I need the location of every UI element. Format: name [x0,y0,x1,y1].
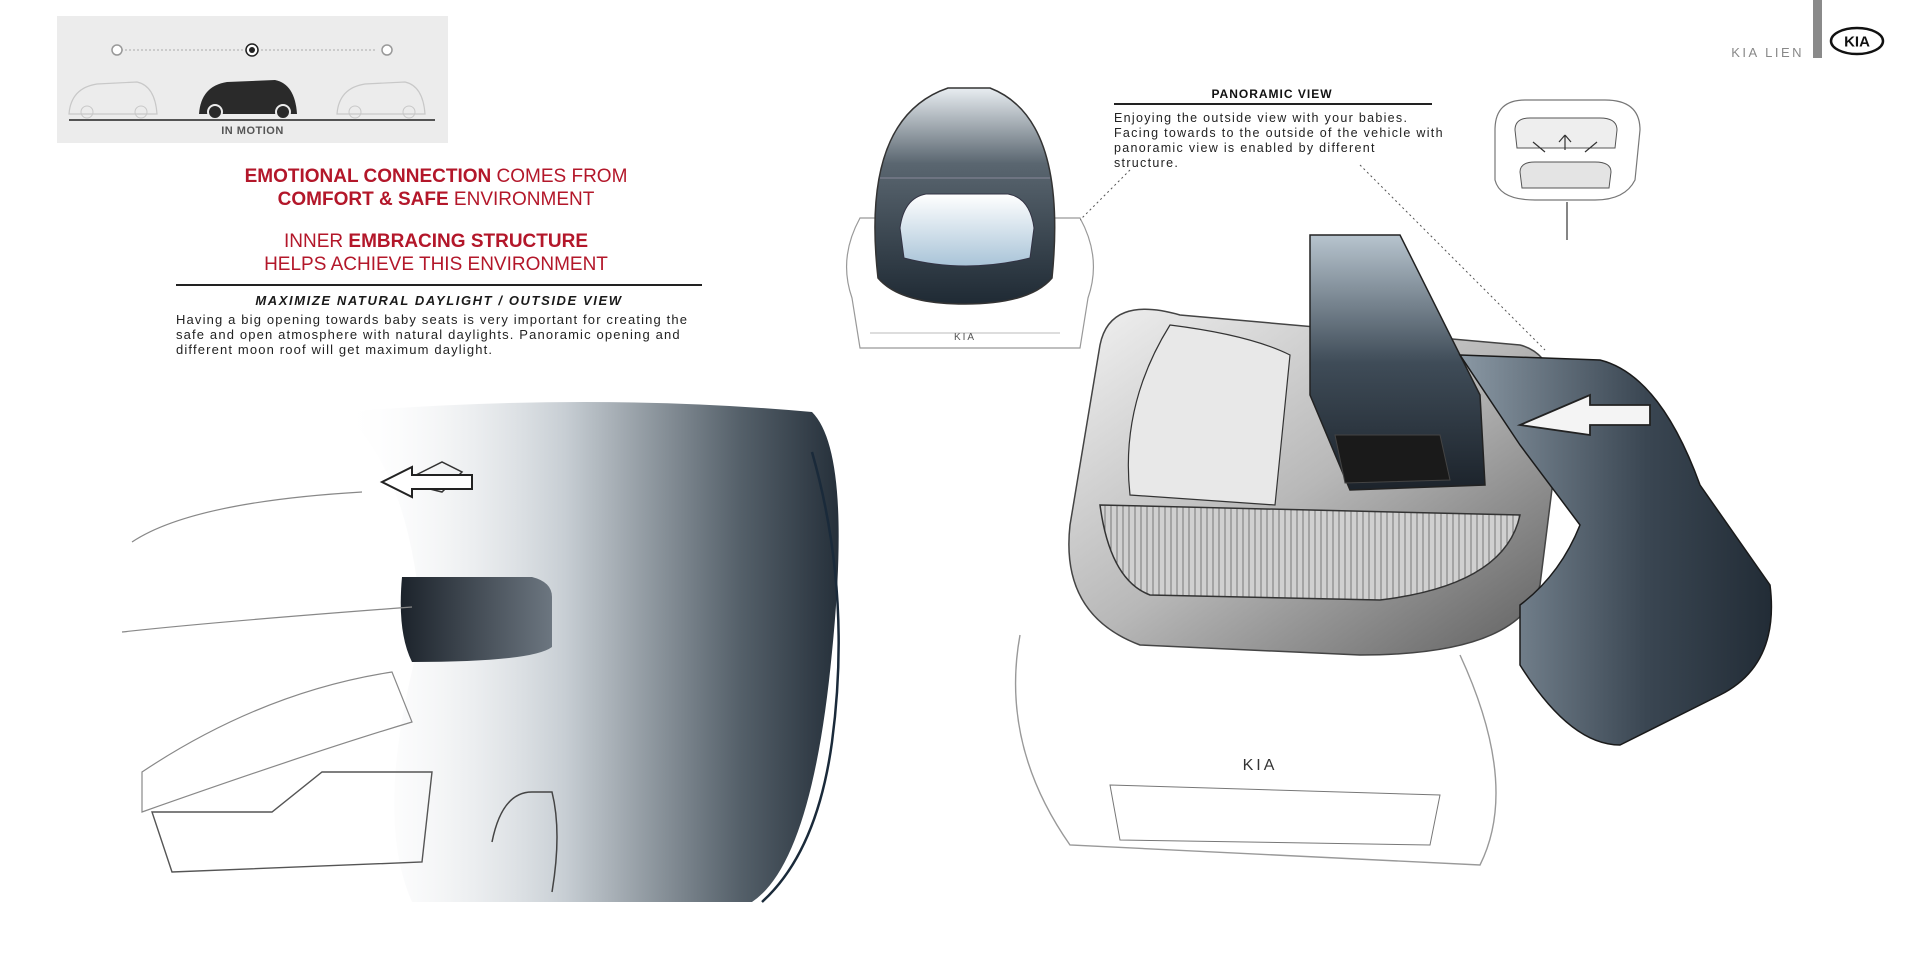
headline-text-2: ENVIRONMENT [448,189,595,210]
panoramic-body: Enjoying the outside view with your babi… [1114,111,1444,170]
kia-logo-text: KIA [1844,34,1870,51]
car-silhouette [199,80,297,114]
headline-bold-2: COMFORT & SAFE [277,189,449,210]
motion-indicator: IN MOTION [57,16,448,143]
headline-text-1: COMES FROM [491,166,628,187]
divider-left [176,284,702,286]
embracing-arm [1458,354,1773,746]
kia-logo: KIA [1829,26,1885,56]
interior-dark-panel [400,577,552,662]
panoramic-heading: PANORAMIC VIEW [1211,87,1333,101]
leader-lines [1080,164,1546,351]
structure-concept-sketch [1494,99,1641,240]
rear-view-sketch: KIA [845,87,1095,349]
brand-name: KIA LIEN [1731,45,1804,60]
daylight-heading: MAXIMIZE NATURAL DAYLIGHT / OUTSIDE VIEW [255,293,623,308]
headline: EMOTIONAL CONNECTION COMES FROM COMFORT … [176,165,696,276]
headline-bold-1: EMOTIONAL CONNECTION [244,166,492,187]
motion-diagram [68,43,435,121]
headline-text-3: INNER [283,231,349,252]
front-grille [1099,504,1521,601]
exterior-sketch: KIA [1014,234,1773,866]
brand-bar [1813,0,1822,58]
interior-sketch [121,402,840,903]
rear-window [899,193,1035,267]
motion-step-3 [381,44,393,56]
roof-glass-bar [1309,234,1486,491]
motion-label: IN MOTION [221,125,284,137]
rear-kia-badge: KIA [954,332,976,343]
headline-bold-3: EMBRACING STRUCTURE [348,231,588,252]
headline-text-4: HELPS ACHIEVE THIS ENVIRONMENT [264,254,608,275]
daylight-body: Having a big opening towards baby seats … [176,312,689,357]
motion-step-1 [111,44,123,56]
front-kia-badge: KIA [1243,757,1278,774]
divider-right [1114,103,1432,105]
